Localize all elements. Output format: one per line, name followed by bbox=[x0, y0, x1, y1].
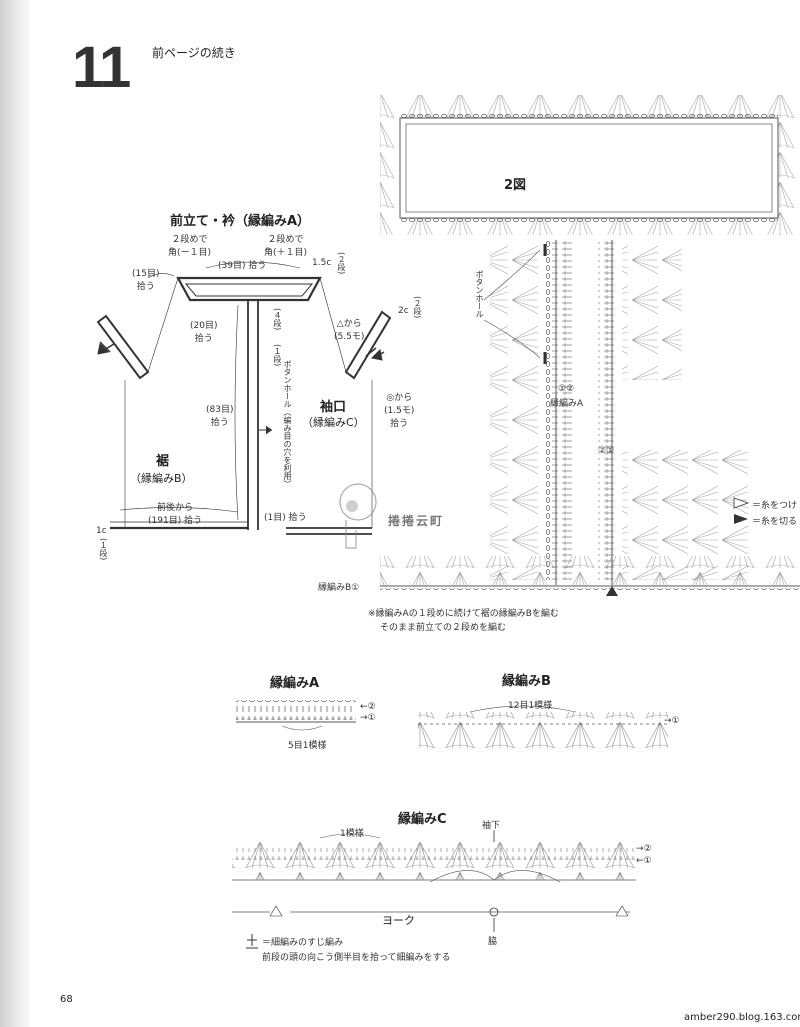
edge-c-chart bbox=[232, 830, 636, 949]
hem-title: 裾 bbox=[156, 454, 170, 469]
edge-a-row-1: →① bbox=[360, 713, 376, 723]
sleeve-cuff-sub: （縁編みC） bbox=[302, 416, 365, 429]
fig2-rows-21: ②① bbox=[598, 446, 615, 456]
edge-a-repeat: 5目1模様 bbox=[288, 741, 327, 751]
fig2-buttonhole-label: ボタンホール bbox=[475, 270, 484, 318]
collar-band-title: 前立て・衿（縁編みA） bbox=[170, 214, 311, 229]
from-5-5-label: △から (5.5モ) bbox=[334, 319, 365, 342]
rows-4-label: (４段) bbox=[273, 308, 282, 331]
yoke-label: ヨーク bbox=[382, 914, 415, 927]
c15-label: 1.5c bbox=[312, 258, 332, 268]
pick-1-label: (1目) 拾う bbox=[264, 513, 307, 523]
legend-attach: ＝糸をつけ bbox=[752, 501, 798, 511]
edge-b-chart bbox=[418, 705, 668, 750]
garment-schematic bbox=[96, 261, 392, 535]
front-back-label: 前後から (191目) 拾う bbox=[148, 503, 203, 526]
c1-label: 1c bbox=[96, 526, 107, 536]
corner-plus-label: ２段めで 角(＋１目) bbox=[264, 235, 308, 258]
armpit-label: 脇 bbox=[488, 937, 498, 947]
fig2-note-1: ※縁編みAの１段めに続けて裾の縁編みBを編む bbox=[368, 609, 559, 619]
edge-c-repeat: 1模様 bbox=[340, 829, 364, 839]
watermark-logo bbox=[339, 483, 377, 549]
stitch-legend: ＝細編みのすじ編み bbox=[262, 938, 344, 948]
fig2-edge-b: 縁編みB① bbox=[318, 583, 360, 593]
continued-label: 前ページの続き bbox=[152, 46, 236, 60]
edge-a-chart bbox=[236, 700, 356, 731]
pick-15-label: (15目) 拾う bbox=[132, 269, 160, 292]
footer-url: amber290.blog.163.com bbox=[684, 1012, 800, 1023]
rows-1-label-a: (１段) bbox=[273, 344, 282, 367]
pick-39-label: (39目) 拾う bbox=[218, 261, 267, 271]
page-number: 68 bbox=[60, 994, 73, 1005]
fig2-rows-12: ①② bbox=[558, 384, 575, 394]
legend-cut: ＝糸を切る bbox=[752, 517, 798, 527]
edge-a-title: 縁編みA bbox=[270, 676, 320, 691]
edge-b-repeat: 12目1模様 bbox=[508, 701, 553, 711]
sleeve-cuff-title: 袖口 bbox=[320, 400, 347, 415]
figure-2-chart bbox=[380, 95, 800, 596]
edge-c-row-1: ←① bbox=[636, 856, 652, 866]
from-1-5-label: ◎から (1.5モ) 拾う bbox=[384, 393, 415, 429]
edge-a-row-2: ←② bbox=[360, 702, 376, 712]
under-sleeve-label: 袖下 bbox=[482, 821, 501, 831]
hem-sub: （縁編みB） bbox=[130, 472, 193, 485]
edge-c-row-2: →② bbox=[636, 844, 652, 854]
rows-1-label-b: (１段) bbox=[99, 538, 108, 561]
edge-b-row-1: →① bbox=[664, 716, 680, 726]
pick-20-label: (20目) 拾う bbox=[190, 321, 218, 344]
rows-2-label-b: (２段) bbox=[413, 296, 422, 319]
c2-label: 2c bbox=[398, 306, 409, 316]
corner-minus-label: ２段めで 角(ー１目) bbox=[168, 235, 212, 258]
watermark-text: 捲捲云町 bbox=[388, 514, 445, 528]
edge-c-title: 縁編みC bbox=[398, 812, 447, 827]
book-spine-shadow bbox=[0, 0, 30, 1027]
pattern-number: 11 bbox=[72, 35, 131, 100]
stitch-legend-desc: 前段の頭の向こう側半目を拾って細編みをする bbox=[262, 953, 451, 963]
figure-2-label: 2図 bbox=[504, 178, 527, 193]
pick-83-label: (83目) 拾う bbox=[206, 405, 234, 428]
rows-2-label-a: (２段) bbox=[337, 252, 346, 275]
fig2-note-2: そのまま前立ての２段めを編む bbox=[380, 623, 507, 633]
buttonhole-note: ボタンホール（編み目の穴を利用） bbox=[283, 360, 292, 488]
edge-b-title: 縁編みB bbox=[502, 674, 551, 689]
fig2-edge-a: 縁編みA bbox=[550, 399, 584, 409]
